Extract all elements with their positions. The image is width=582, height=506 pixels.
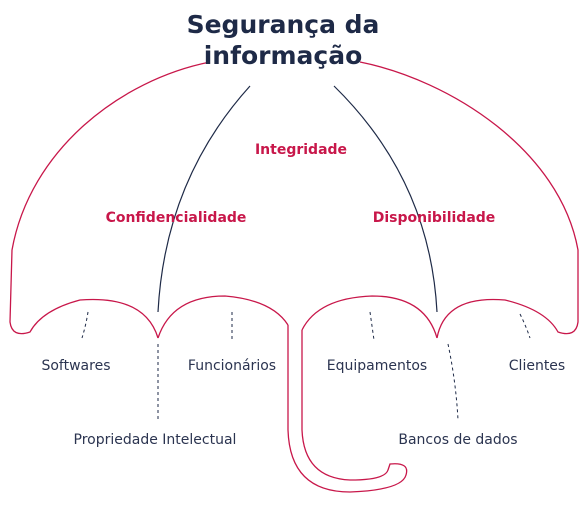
leader-equipment xyxy=(369,311,375,341)
pillar-integrity: Integridade xyxy=(255,142,347,158)
pillar-confidentiality: Confidencialidade xyxy=(106,210,247,226)
asset-equipment: Equipamentos xyxy=(327,358,427,374)
title-line-2: informação xyxy=(204,41,363,70)
title-line-1: Segurança da xyxy=(187,10,380,39)
asset-databases: Bancos de dados xyxy=(398,432,517,448)
canopy-outline-left xyxy=(9,61,211,339)
asset-intellectual-property: Propriedade Intelectual xyxy=(74,432,237,448)
leader-softwares xyxy=(81,311,89,339)
canopy-scallop-center-left xyxy=(157,295,289,339)
umbrella-handle xyxy=(287,325,408,493)
pillar-availability: Disponibilidade xyxy=(373,210,496,226)
rib-right xyxy=(333,85,438,313)
asset-softwares: Softwares xyxy=(41,358,110,374)
canopy-outline-right xyxy=(359,61,579,339)
asset-clients: Clientes xyxy=(509,358,565,374)
rib-left xyxy=(157,85,251,313)
asset-employees: Funcionários xyxy=(188,358,276,374)
canopy-scallop-center-right xyxy=(301,295,438,339)
leader-clients xyxy=(519,313,531,339)
leader-databases xyxy=(447,343,459,421)
